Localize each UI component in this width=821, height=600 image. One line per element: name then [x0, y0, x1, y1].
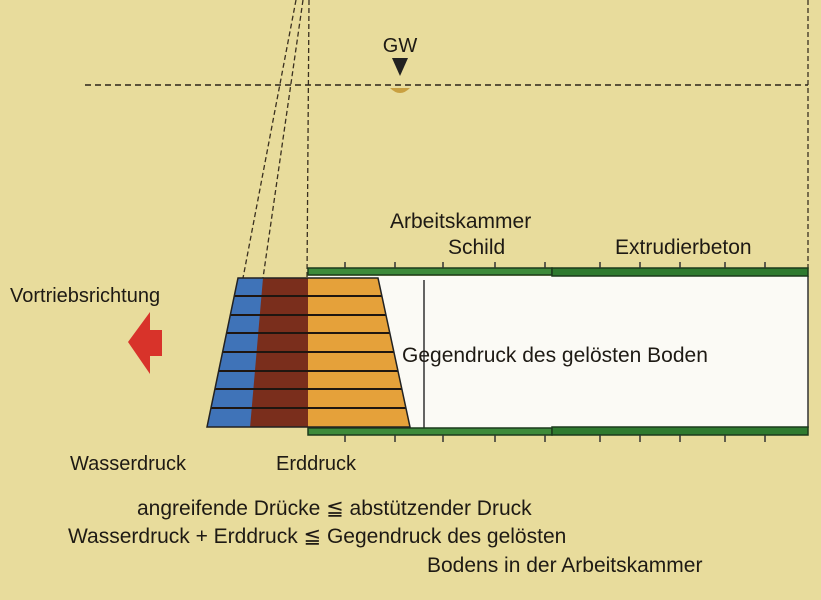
chamber-label: Arbeitskammer — [390, 210, 531, 233]
concrete-bottom — [551, 426, 809, 436]
pressure-lines — [207, 295, 410, 409]
tick-marks — [344, 262, 766, 442]
counter-pressure-label: Gegendruck des gelösten Boden — [402, 344, 708, 367]
projection-lines — [242, 0, 809, 279]
equation-line-1: angreifende Drücke ≦ abstützender Druck — [137, 497, 532, 520]
pressure-outline — [206, 277, 411, 428]
shield-bottom — [307, 427, 553, 436]
pressure-diagram — [207, 278, 410, 427]
shield-top — [307, 267, 553, 276]
equation-line-3: Bodens in der Arbeitskammer — [427, 554, 702, 577]
water-pressure-label: Wasserdruck — [70, 453, 187, 475]
concrete-top — [551, 267, 809, 277]
groundwater-triangle-icon — [392, 58, 408, 76]
direction-label: Vortriebsrichtung — [10, 285, 160, 307]
extruded-concrete-label: Extrudierbeton — [615, 236, 752, 259]
equation-line-2: Wasserdruck + Erddruck ≦ Gegendruck des … — [68, 525, 566, 548]
water-level-mark-icon — [390, 88, 410, 93]
earth-pressure-label: Erddruck — [276, 453, 357, 475]
shield-label: Schild — [448, 236, 505, 259]
groundwater-label: GW — [383, 35, 418, 57]
direction-arrow-icon — [128, 312, 162, 374]
